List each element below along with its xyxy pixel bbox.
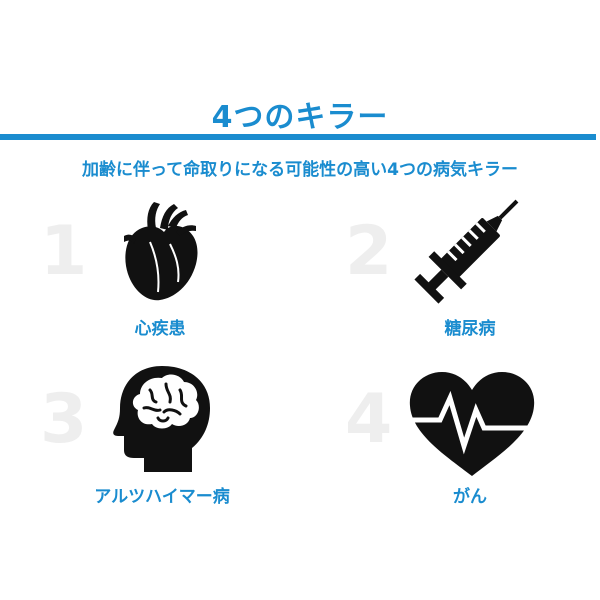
item-label-3: アルツハイマー病 <box>94 487 230 507</box>
page-title: 4つのキラー <box>211 100 389 135</box>
item-label-1: 心疾患 <box>134 319 186 339</box>
heartbeat-icon <box>408 372 536 476</box>
item-number-2: 2 <box>345 212 393 291</box>
page-subtitle: 加齢に伴って命取りになる可能性の高い4つの病気キラー <box>82 160 518 180</box>
item-label-4: がん <box>453 487 487 507</box>
item-number-3: 3 <box>40 380 88 459</box>
syringe-icon <box>414 199 519 304</box>
head-brain-icon <box>113 366 210 472</box>
item-number-1: 1 <box>40 212 88 291</box>
item-number-4: 4 <box>345 380 393 459</box>
title-divider <box>0 134 596 140</box>
heart-organ-icon <box>124 202 198 301</box>
item-label-2: 糖尿病 <box>444 319 496 339</box>
